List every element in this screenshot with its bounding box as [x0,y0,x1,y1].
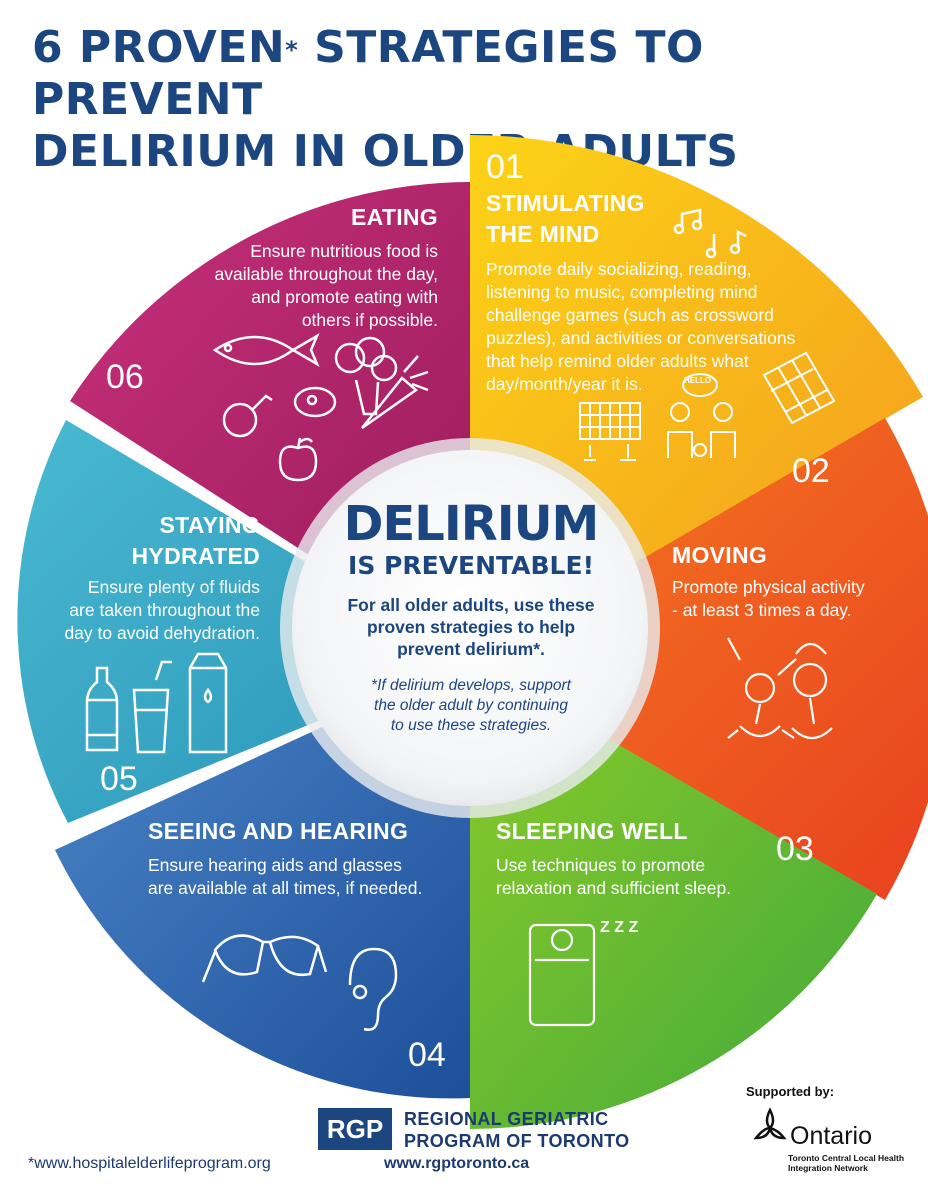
segment-04-heading: SEEING AND HEARING [148,816,408,847]
segment-05-heading: STAYING HYDRATED [60,510,260,572]
segment-06-heading: EATING [236,202,438,233]
segment-03-number: 03 [776,830,814,868]
segment-02-heading: MOVING [672,540,767,571]
body-line: Ensure nutritious food is [250,241,438,261]
hello-bubble-text: HELLO [684,376,712,385]
segment-02-body: Promote physical activity - at least 3 t… [672,576,865,622]
crossword-icon [762,351,836,425]
segment-03-body: Use techniques to promote relaxation and… [496,854,731,900]
segment-01-number: 01 [486,148,524,186]
people-talking-icon [667,373,736,458]
dancing-people-icon [727,637,833,740]
lhin-line: Toronto Central Local Health [788,1153,905,1163]
heading-line: SEEING AND HEARING [148,818,409,844]
center-note-line: *If delirium develops, support [371,677,571,694]
body-line: others if possible. [301,310,438,330]
body-line: and promote eating with [251,287,438,307]
segment-05-number: 05 [100,760,138,798]
center-message: DELIRIUM IS PREVENTABLE! For all older a… [316,498,626,736]
center-note-line: the older adult by continuing [374,697,568,714]
rgp-name-line: REGIONAL GERIATRIC [404,1109,609,1129]
rgp-logo: RGP [318,1108,392,1150]
body-line: are taken throughout the [69,600,260,620]
segment-04-number: 04 [408,1036,446,1074]
heading-line: HYDRATED [131,543,260,569]
segment-05-hydrated [17,420,471,823]
heading-line: STAYING [159,512,260,538]
steak-icon [293,386,337,418]
meat-icon [222,394,273,438]
bottle-icon [85,666,119,752]
lhin-line: Integration Network [788,1163,868,1173]
center-circle [292,450,648,806]
body-line: Promote physical activity [672,577,865,597]
lhin-name: Toronto Central Local Health Integration… [788,1153,904,1173]
rgp-name: REGIONAL GERIATRIC PROGRAM OF TORONTO [404,1108,630,1152]
supported-by-label: Supported by: [746,1084,835,1099]
center-text-line: For all older adults, use these [347,595,595,615]
center-title: DELIRIUM [343,496,600,552]
body-line: listening to music, completing mind [486,282,758,302]
heading-line: THE MIND [486,221,600,247]
music-notes-icon [673,208,747,259]
body-line: relaxation and sufficient sleep. [496,878,732,898]
heading-line: MOVING [672,542,768,568]
heading-line: SLEEPING WELL [496,818,688,844]
title-asterisk: * [285,36,299,64]
hospital-elder-life-link[interactable]: *www.hospitalelderlifeprogram.org [28,1155,271,1172]
body-line: Ensure hearing aids and glasses [148,855,402,875]
chess-board-icon [579,402,641,461]
body-line: day to avoid dehydration. [64,623,260,643]
body-line: puzzles), and activities or conversation… [486,328,796,348]
body-line: Use techniques to promote [496,855,706,875]
center-note-line: to use these strategies. [390,717,552,734]
heading-line: STIMULATING [486,190,645,216]
trillium-icon [753,1107,787,1140]
ontario-logo-text: Ontario [790,1122,872,1150]
center-text: For all older adults, use these proven s… [316,594,626,660]
ear-icon [348,947,398,1031]
center-note: *If delirium develops, support the older… [316,676,626,736]
body-line: Promote daily socializing, reading, [486,259,752,279]
broccoli-icon [334,336,398,416]
body-line: challenge games (such as crossword [486,305,774,325]
segment-05-body: Ensure plenty of fluids are taken throug… [40,576,260,645]
segment-04-body: Ensure hearing aids and glasses are avai… [148,854,422,900]
heading-line: EATING [351,204,438,230]
milk-carton-icon [188,652,228,754]
segment-01-body: Promote daily socializing, reading, list… [486,258,795,396]
glasses-icon [201,934,328,983]
segment-06-body: Ensure nutritious food is available thro… [206,240,438,332]
title-line-1-rest: STRATEGIES TO PREVENT [32,22,704,125]
segment-01-heading: STIMULATING THE MIND [486,188,645,250]
segment-06-number: 06 [106,358,144,396]
body-line: - at least 3 times a day. [672,600,852,620]
fish-icon [212,333,320,367]
segment-02-moving [470,418,928,900]
sleeping-person-icon [528,923,596,1027]
body-line: that help remind older adults what [486,351,749,371]
center-text-line: proven strategies to help [366,617,576,637]
rgp-website-link[interactable]: www.rgptoronto.ca [384,1155,530,1172]
body-line: day/month/year it is. [486,374,643,394]
segment-02-number: 02 [792,452,830,490]
title-line-1: 6 PROVEN [32,22,286,73]
sleep-z-text: Z Z Z [600,919,638,936]
center-text-line: prevent delirium*. [397,639,545,659]
body-line: Ensure plenty of fluids [87,577,260,597]
body-line: available throughout the day, [214,264,438,284]
apple-icon [278,437,318,482]
glass-with-straw-icon [132,660,172,754]
rgp-name-line: PROGRAM OF TORONTO [404,1131,630,1151]
carrot-icon [361,355,429,430]
segment-03-heading: SLEEPING WELL [496,816,688,847]
center-subtitle: IS PREVENTABLE! [348,551,594,580]
body-line: are available at all times, if needed. [148,878,423,898]
